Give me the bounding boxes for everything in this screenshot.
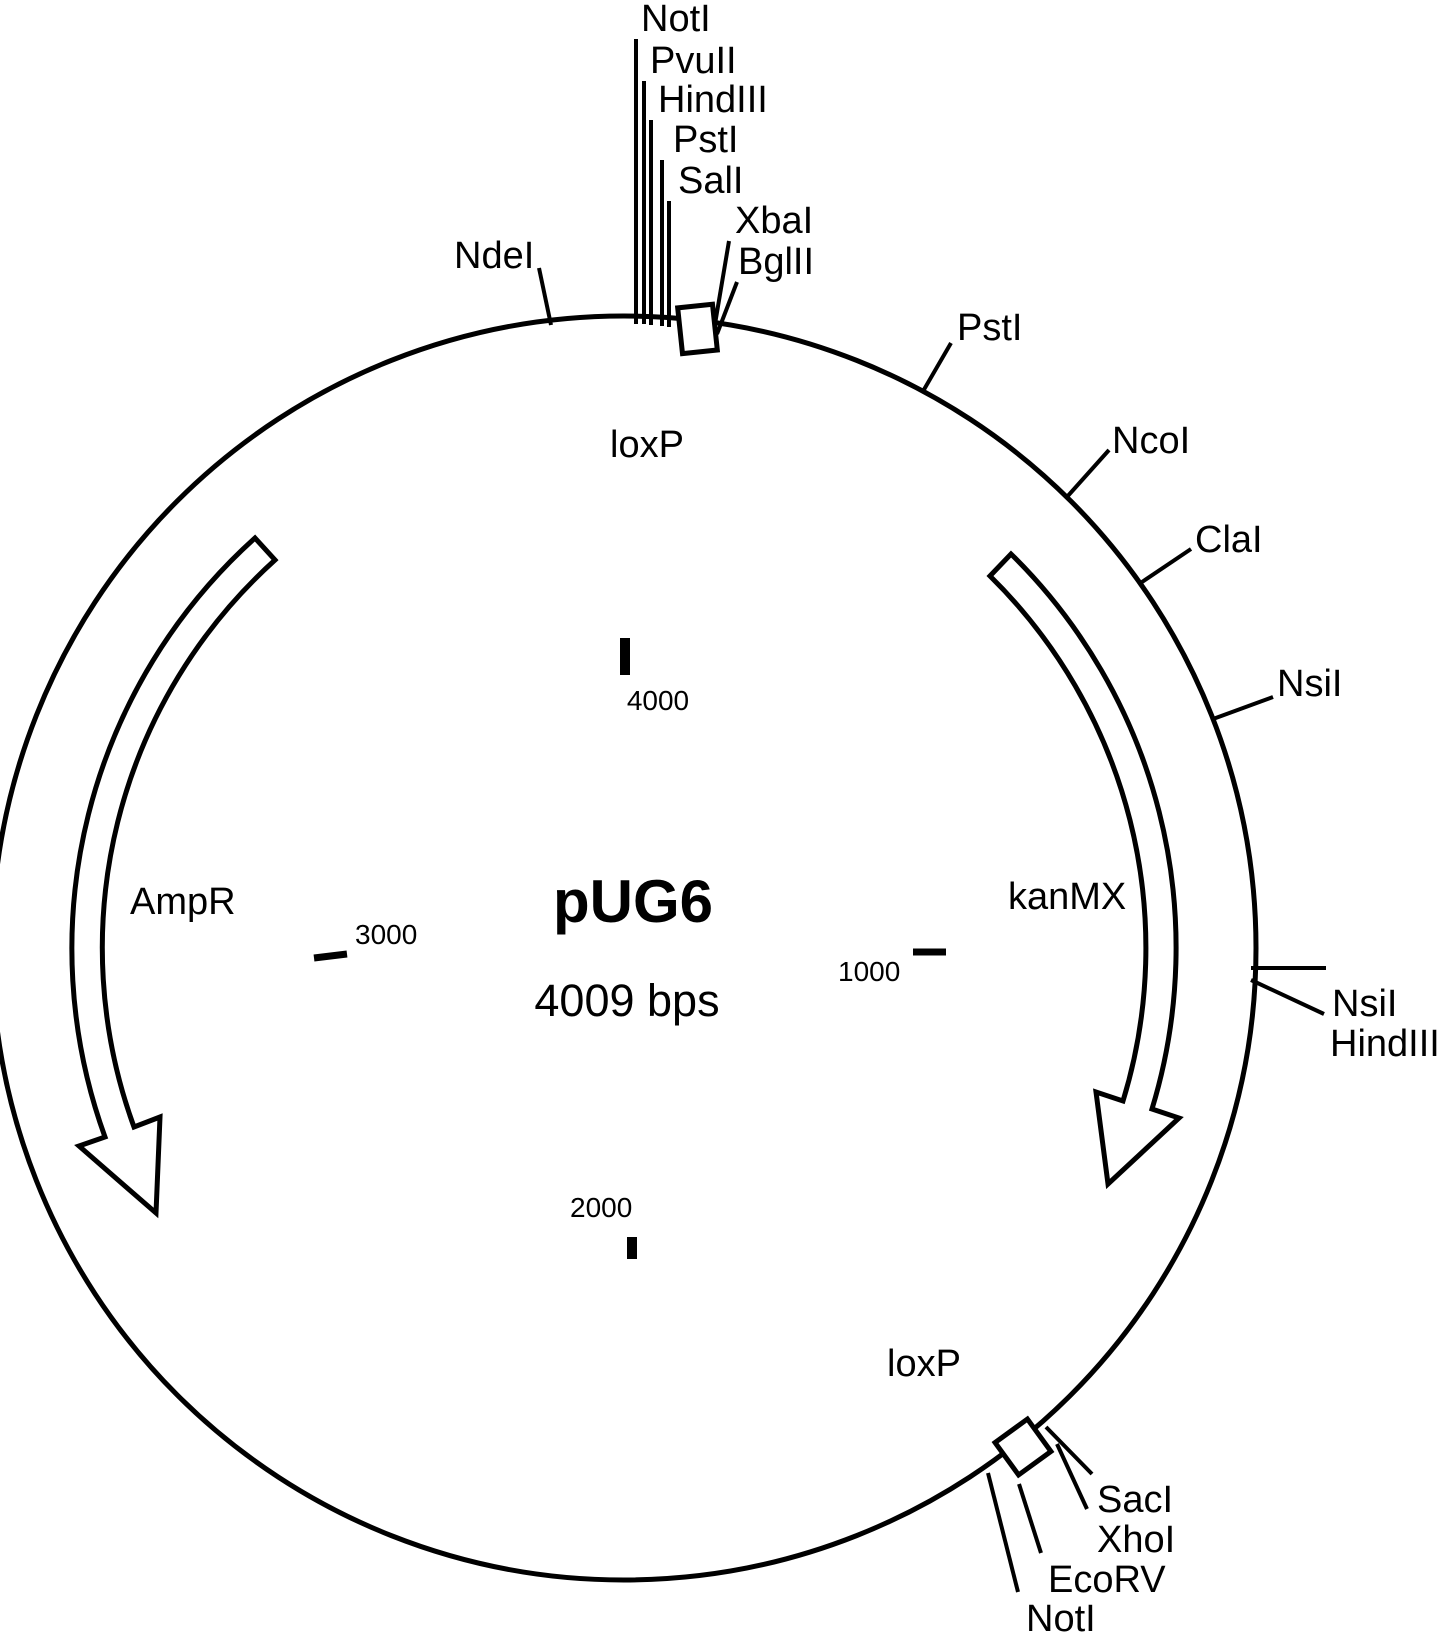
tick-line-xbai bbox=[712, 240, 731, 331]
ampr-gene-arrow bbox=[69, 534, 279, 1219]
site-label-noti: NotI bbox=[641, 0, 711, 40]
scale-tick-3000 bbox=[313, 950, 348, 962]
scale-label-4000: 4000 bbox=[627, 685, 689, 716]
site-label-ecorv: EcoRV bbox=[1048, 1559, 1166, 1601]
plasmid-title: pUG6 bbox=[553, 868, 713, 935]
site-label-hindiii: HindIII bbox=[658, 79, 768, 121]
scale-label-1000: 1000 bbox=[838, 956, 900, 987]
gene-label-kanmx: kanMX bbox=[1008, 876, 1126, 918]
tick-line-xhoi bbox=[1055, 1443, 1089, 1510]
site-label-clai: ClaI bbox=[1195, 519, 1263, 561]
loxp-box-top bbox=[674, 301, 721, 357]
gene-label-ampr: AmpR bbox=[130, 881, 236, 923]
loxp-box-bottom bbox=[991, 1415, 1055, 1479]
site-label-nsii: NsiI bbox=[1277, 663, 1342, 705]
site-label-ncoi: NcoI bbox=[1112, 420, 1190, 462]
tick-line-nsii bbox=[1212, 695, 1274, 721]
site-label-xhoi: XhoI bbox=[1097, 1519, 1175, 1561]
tick-line-ecorv bbox=[1017, 1483, 1043, 1554]
site-label-xbai: XbaI bbox=[735, 200, 813, 242]
tick-line-hindiii-east bbox=[1250, 978, 1325, 1016]
scale-label-3000: 3000 bbox=[355, 919, 417, 950]
site-label-sali: SalI bbox=[678, 160, 743, 202]
site-label-bglii: BglII bbox=[738, 241, 814, 283]
plasmid-size: 4009 bps bbox=[534, 975, 719, 1026]
scale-label-2000: 2000 bbox=[570, 1192, 632, 1223]
site-label-pvuii: PvuII bbox=[650, 40, 737, 82]
site-label-psti-right: PstI bbox=[957, 307, 1022, 349]
kanmx-gene-arrow bbox=[986, 550, 1184, 1190]
tick-line-ncoi bbox=[1064, 448, 1111, 500]
plasmid-backbone-circle bbox=[0, 313, 1259, 1583]
site-label-nsii-east: NsiI bbox=[1332, 983, 1397, 1025]
site-label-hindiii-east: HindIII bbox=[1330, 1023, 1440, 1065]
site-label-psti: PstI bbox=[673, 119, 738, 161]
tick-line-noti-bottom bbox=[986, 1472, 1020, 1593]
site-label-ndei: NdeI bbox=[454, 235, 534, 277]
tick-line-psti-right bbox=[920, 341, 953, 395]
site-label-noti-bottom: NotI bbox=[1026, 1598, 1096, 1633]
tick-line-clai bbox=[1137, 547, 1193, 586]
loxp-label-top: loxP bbox=[610, 424, 684, 466]
tick-line-saci bbox=[1044, 1425, 1094, 1476]
site-label-saci: SacI bbox=[1097, 1479, 1173, 1521]
tick-line-ndei bbox=[537, 267, 553, 326]
loxp-label-bottom: loxP bbox=[887, 1343, 961, 1385]
tick-line-bglii bbox=[715, 281, 739, 335]
